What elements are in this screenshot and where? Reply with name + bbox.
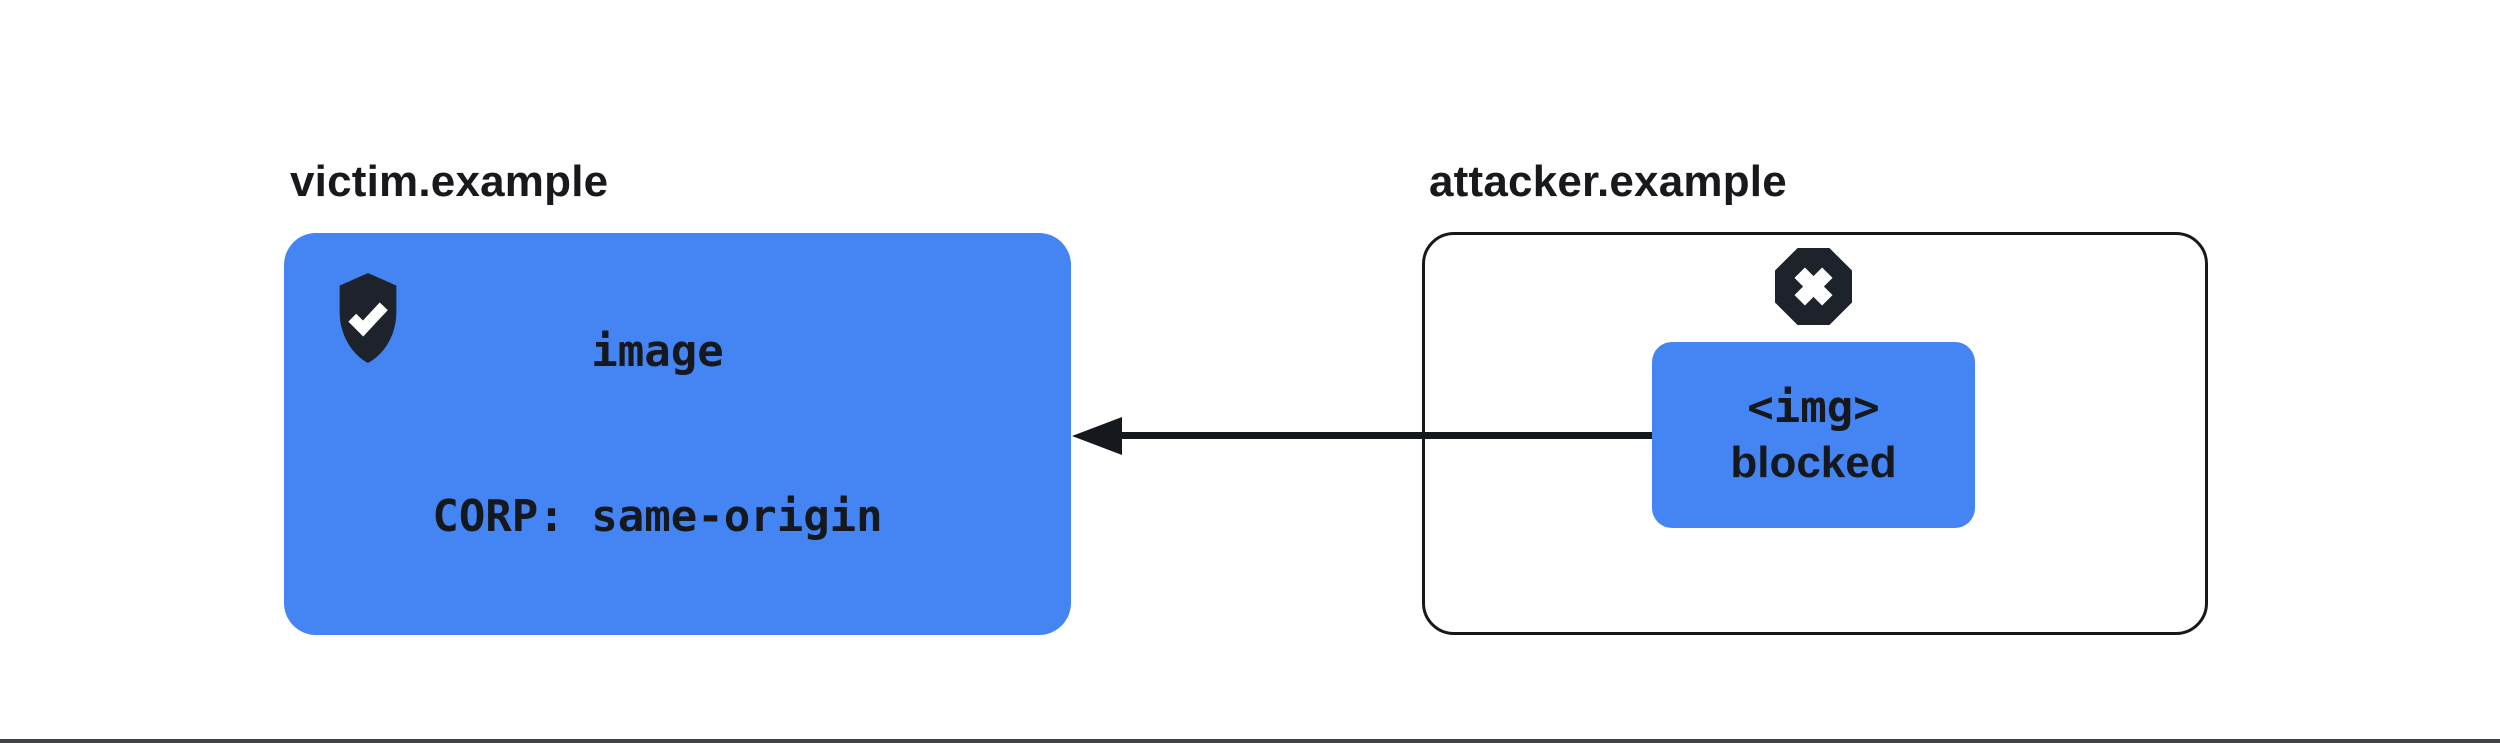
victim-origin-label: victim.example xyxy=(290,157,609,206)
blocked-img-request-box: <img> blocked xyxy=(1652,342,1975,528)
victim-resource-line1: image xyxy=(591,326,724,377)
victim-resource-box: image CORP: same-origin xyxy=(284,233,1071,635)
request-arrow-shaft xyxy=(1116,432,1652,439)
attacker-page-box: <img> blocked xyxy=(1422,232,2208,635)
attacker-origin-label: attacker.example xyxy=(1429,157,1787,206)
shield-check-icon xyxy=(331,271,405,370)
request-arrow-head xyxy=(1072,417,1122,455)
bottom-divider xyxy=(0,739,2500,743)
victim-corp-header-line: CORP: same-origin xyxy=(432,491,883,542)
img-tag-line: <img> xyxy=(1747,382,1880,433)
victim-resource-text: image CORP: same-origin xyxy=(432,214,882,654)
blocked-label: blocked xyxy=(1730,438,1897,487)
blocked-x-octagon-icon xyxy=(1775,248,1852,330)
